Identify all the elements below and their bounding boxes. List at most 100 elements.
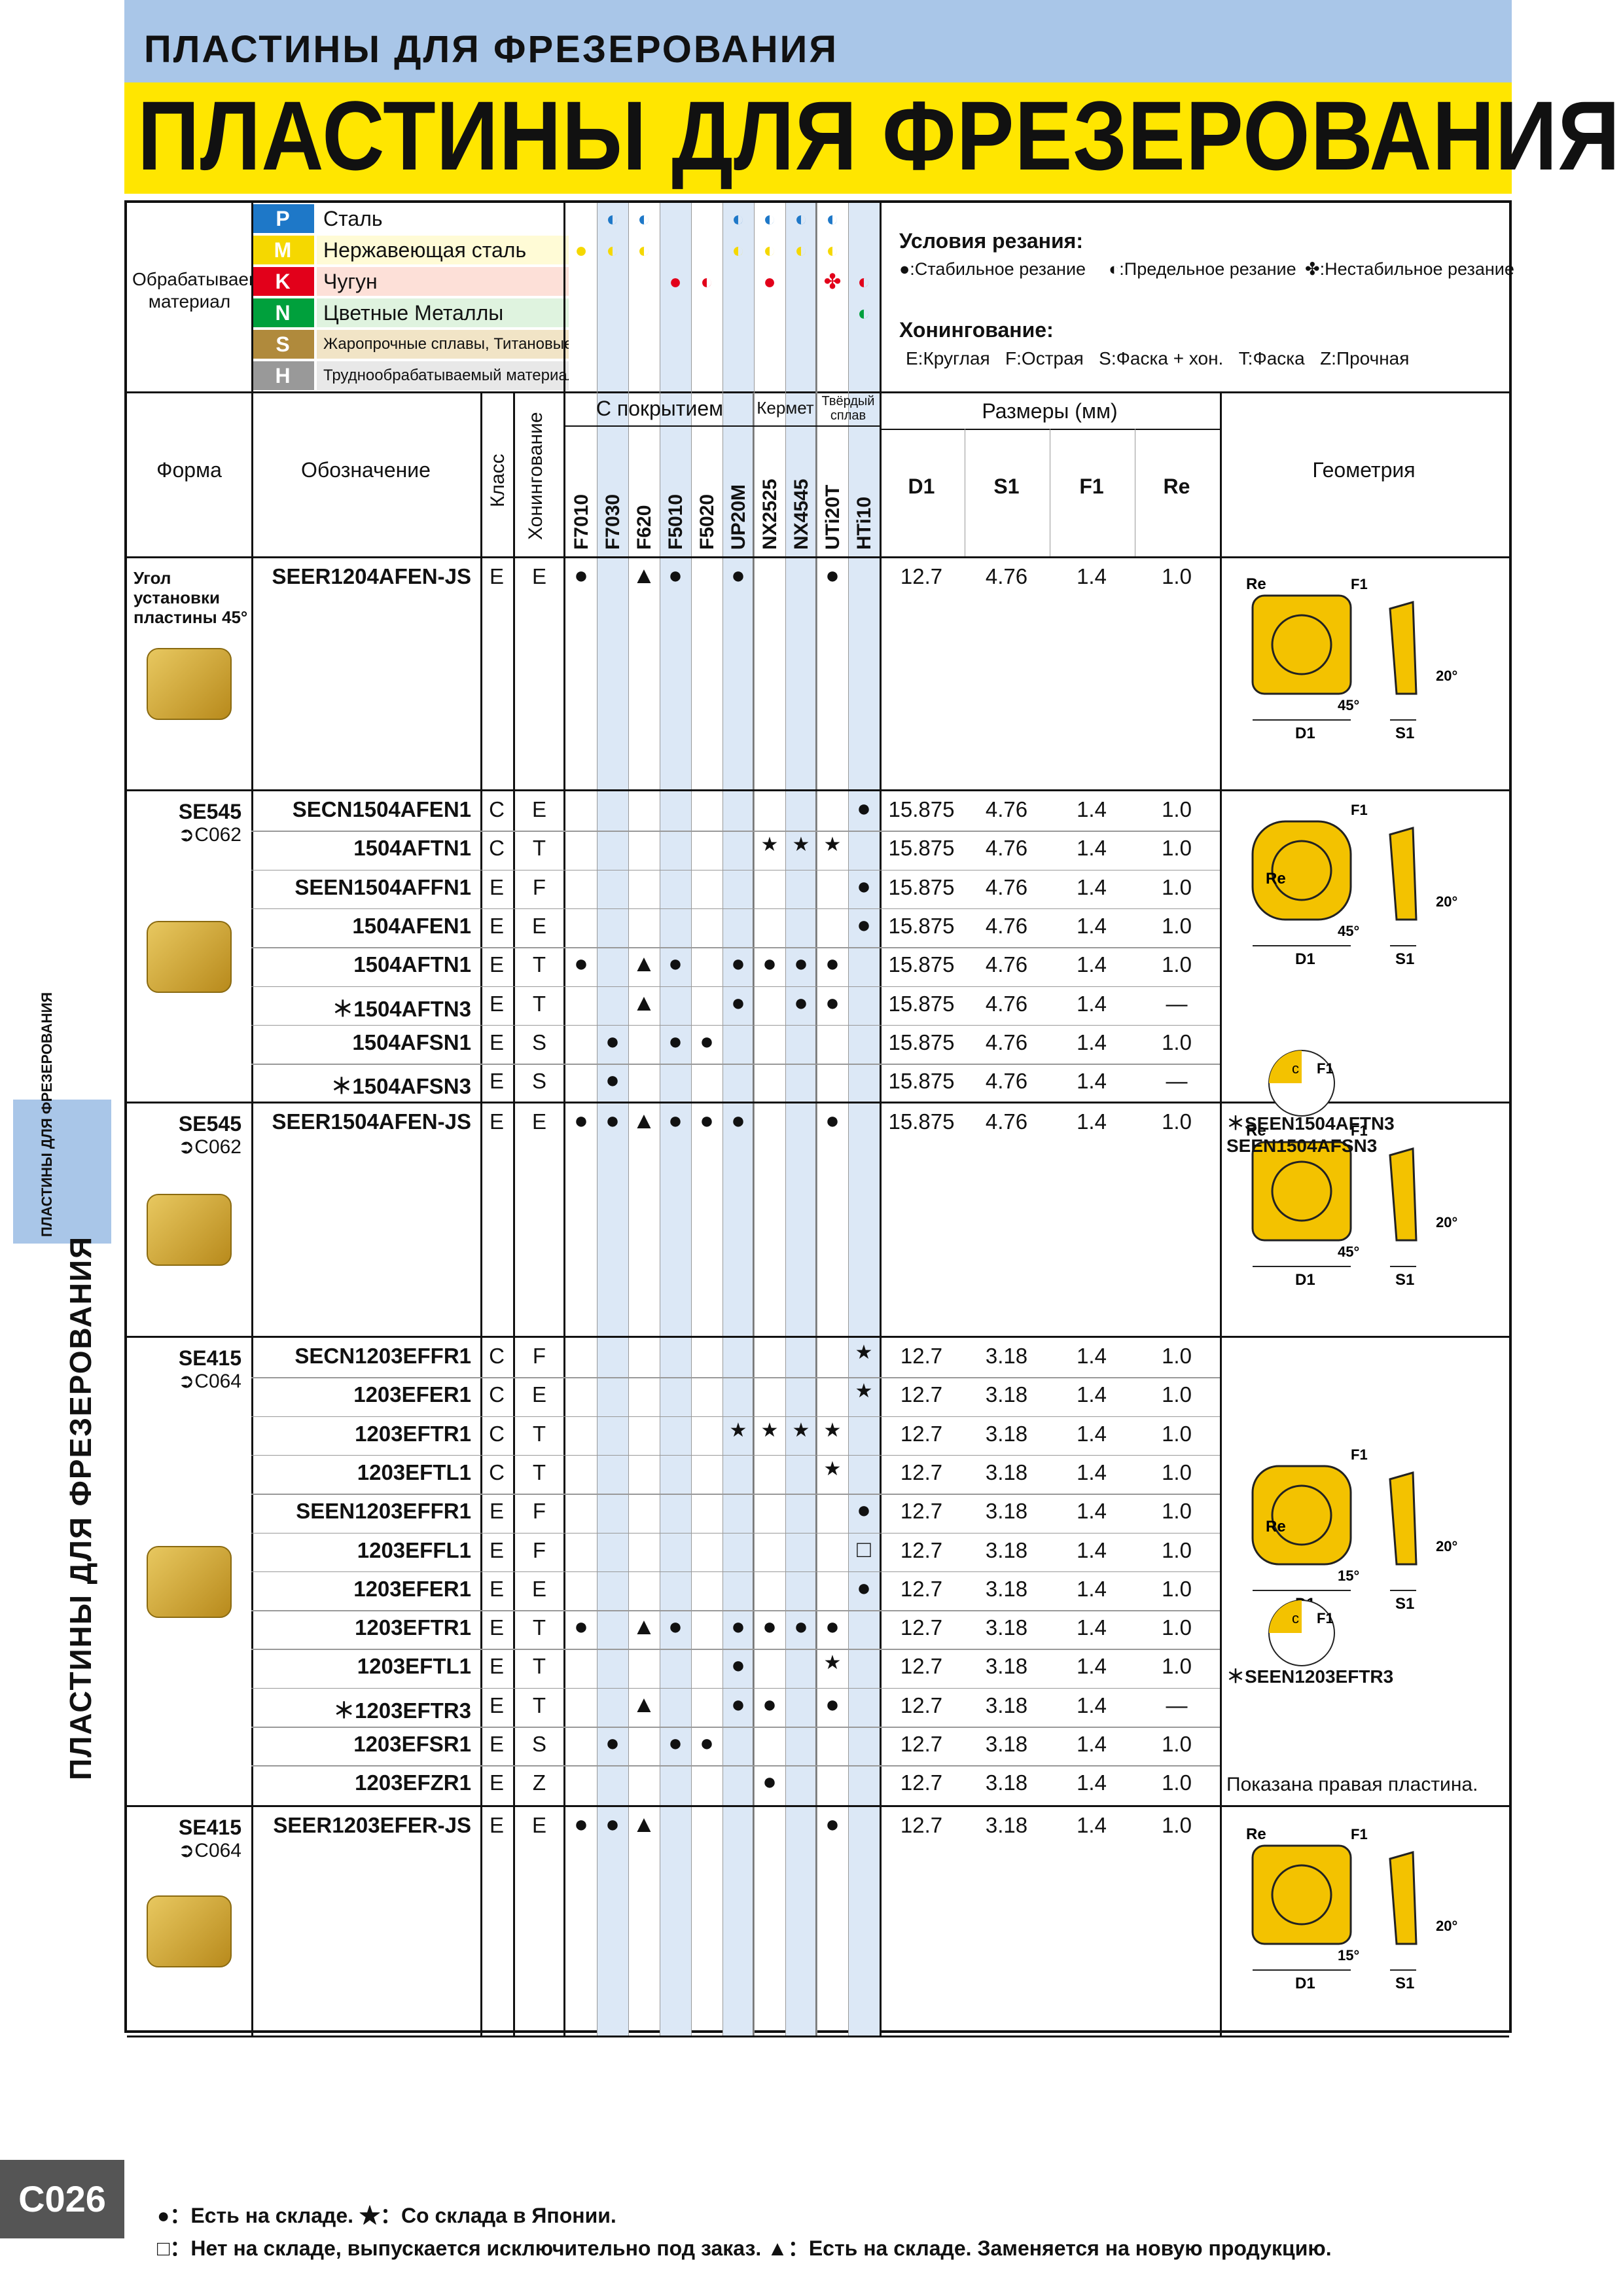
svg-text:F1: F1 [1317,1060,1334,1077]
insert-class: E [489,564,504,588]
dim-value: 1.0 [1162,1460,1192,1484]
dim-value: 12.7 [900,1344,943,1368]
stock-marker: ▲ [632,1690,656,1717]
insert-class: E [489,913,504,938]
insert-class: E [489,952,504,977]
dim-value: 12.7 [900,1813,943,1837]
sidebar-tab-shape [13,1100,111,1244]
insert-honing: E [531,564,546,588]
svg-text:15°: 15° [1338,1568,1359,1584]
stock-marker: ● [605,1027,620,1054]
divider [251,986,1220,987]
material-grade-marker: ◐ [700,270,713,293]
stock-marker: ● [668,1027,683,1054]
material-code: P [251,204,314,233]
insert-honing: S [531,1069,546,1094]
divider [251,1532,1220,1534]
shape-ref: ➲C064 [178,1371,241,1392]
dim-value: 12.7 [900,1770,943,1795]
stock-marker: ● [825,1810,840,1837]
dim-value: — [1166,1693,1188,1717]
divider [251,1610,1220,1611]
stock-marker: ● [574,1613,588,1640]
insert-honing: Z [532,1770,546,1795]
insert-class: E [489,1813,504,1837]
stock-marker: ● [574,562,588,588]
stock-marker: ● [731,1107,745,1134]
insert-honing: E [531,1813,546,1837]
stock-marker: ● [700,1729,714,1756]
divider [691,203,692,2036]
dim-value: 3.18 [985,1499,1028,1524]
geometry-note: Показана правая пластина. [1226,1774,1478,1795]
dim-value: 15.875 [888,952,955,977]
svg-text:S1: S1 [1395,725,1414,742]
insert-image [147,648,232,720]
dim-value: 1.4 [1077,1576,1107,1601]
insert-image [147,1895,232,1967]
col-coated: С покрытием [596,397,724,420]
material-code: M [251,236,314,264]
material-name: Сталь [317,204,569,233]
grade-column-band [785,203,817,2036]
divider [251,869,1220,871]
stock-marker: ● [731,562,745,588]
svg-text:F1: F1 [1351,1826,1368,1842]
dim-value: 1.4 [1077,1537,1107,1562]
insert-class: E [489,1770,504,1795]
dim-value: 1.0 [1162,913,1192,938]
header-title-bar: ПЛАСТИНЫ ДЛЯ ФРЕЗЕРОВАНИЯ [124,81,1620,194]
stock-marker: ● [825,950,840,977]
insert-class: E [489,1576,504,1601]
dim-value: 1.4 [1077,1615,1107,1640]
stock-marker: ● [605,1729,620,1756]
divider [880,203,882,2036]
insert-code: 1203EFTL1 [357,1460,471,1484]
dim-value: 4.76 [985,913,1028,938]
condition-limit: ◐:Предельное резание [1109,259,1296,279]
dim-value: 4.76 [985,952,1028,977]
material-grade-marker: ✤ [823,270,842,293]
divider [251,1765,1220,1767]
material-code: K [251,267,314,296]
svg-text:20°: 20° [1436,1538,1457,1554]
material-name: Цветные Металлы [317,298,569,327]
dim-value: 4.76 [985,1030,1028,1054]
dim-value: 1.4 [1077,1344,1107,1368]
insert-class: E [489,1693,504,1717]
svg-text:Re: Re [1246,575,1266,593]
dim-value: 3.18 [985,1693,1028,1717]
material-grade-marker: ◐ [794,207,808,230]
dim-value: 1.0 [1162,1770,1192,1795]
insert-class: C [489,836,505,861]
svg-text:45°: 45° [1338,697,1359,713]
sidebar-title: ПЛАСТИНЫ ДЛЯ ФРЕЗЕРОВАНИЯ [63,1235,98,1780]
insert-honing: S [531,1030,546,1054]
dim-value: 1.0 [1162,1499,1192,1524]
divider [563,203,565,2036]
insert-class: E [489,1069,504,1094]
dim-value: 12.7 [900,1460,943,1484]
dim-value: 1.4 [1077,913,1107,938]
divider [251,1377,1220,1378]
dim-value: 3.18 [985,1615,1028,1640]
dim-value: 3.18 [985,1421,1028,1446]
divider [753,393,754,2036]
dim-value: 1.4 [1077,952,1107,977]
stock-marker: ● [605,1107,620,1134]
col-carbide: Твёрдый сплав [821,394,875,423]
dim-value: 15.875 [888,913,955,938]
dim-value: 3.18 [985,1770,1028,1795]
col-geometry: Геометрия [1312,458,1416,482]
grade-name: NX4545 [791,478,812,550]
insert-code: SEER1204AFEN-JS [272,564,471,588]
stock-marker: ● [574,1107,588,1134]
dim-value: 4.76 [985,1069,1028,1094]
stock-marker: ● [605,1066,620,1094]
dim-header: S1 [993,475,1020,498]
insert-class: E [489,1615,504,1640]
col-honing: Хонингование [525,412,546,540]
svg-text:D1: D1 [1295,1975,1315,1992]
material-grade-marker: ◐ [857,301,870,325]
